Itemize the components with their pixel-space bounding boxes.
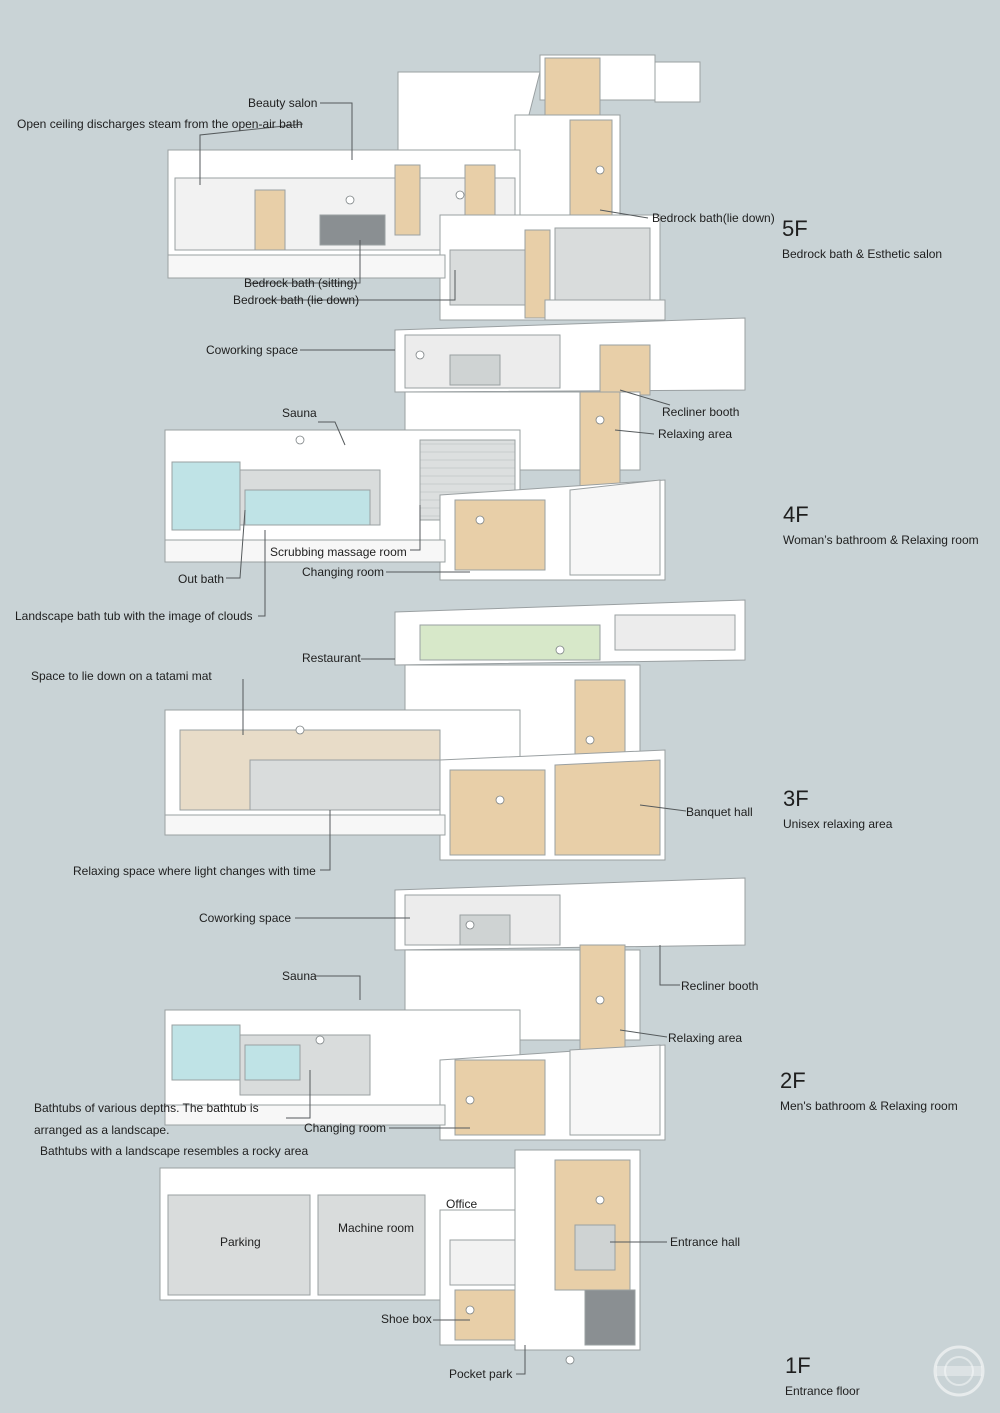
label-bedrock-bath-lie-down: Bedrock bath (lie down) — [233, 293, 360, 307]
floor-title-3f: 3F Unisex relaxing area — [783, 786, 893, 832]
label-sauna-2f: Sauna — [282, 969, 317, 983]
archdaily-watermark-icon — [933, 1345, 985, 1397]
label-recliner-booth-4f: Recliner booth — [662, 405, 740, 419]
leader-lines — [199, 102, 687, 1375]
label-beauty-salon: Beauty salon — [248, 96, 318, 110]
label-relaxing-area-2f: Relaxing area — [668, 1031, 743, 1045]
label-tatami-space: Space to lie down on a tatami mat — [31, 669, 212, 683]
label-bathtubs-various-depths: Bathtubs of various depths. The bathtub … — [34, 1101, 259, 1137]
floor-name: Entrance floor — [785, 1384, 860, 1398]
floor-level: 2F — [780, 1068, 806, 1093]
people-figures — [295, 165, 605, 1365]
label-machine-room: Machine room — [338, 1221, 415, 1235]
label-bedrock-bath-lie-down-right: Bedrock bath(lie down) — [652, 211, 775, 225]
label-recliner-booth-2f: Recliner booth — [681, 979, 759, 993]
label-changing-room-2f: Changing room — [304, 1121, 387, 1135]
label-relaxing-area-4f: Relaxing area — [658, 427, 733, 441]
floor-4f-plan — [164, 317, 746, 581]
floor-title-2f: 2F Men's bathroom & Relaxing room — [780, 1068, 958, 1114]
label-relaxing-space-light: Relaxing space where light changes with … — [73, 864, 316, 878]
label-landscape-bath-tub: Landscape bath tub with the image of clo… — [15, 609, 253, 623]
label-out-bath: Out bath — [178, 572, 225, 586]
floor-title-1f: 1F Entrance floor — [785, 1353, 860, 1399]
label-bathtubs-rocky: Bathtubs with a landscape resembles a ro… — [40, 1144, 309, 1158]
label-restaurant: Restaurant — [302, 651, 361, 665]
label-coworking-space-4f: Coworking space — [206, 343, 299, 357]
floor-name: Bedrock bath & Esthetic salon — [782, 247, 943, 261]
label-shoe-box: Shoe box — [381, 1312, 432, 1326]
label-office: Office — [446, 1197, 478, 1211]
label-changing-room-4f: Changing room — [302, 565, 385, 579]
floor-3f-plan — [164, 599, 746, 861]
floor-level: 5F — [782, 216, 808, 241]
floor-2f-plan — [164, 877, 746, 1141]
label-entrance-hall: Entrance hall — [670, 1235, 741, 1249]
label-banquet-hall: Banquet hall — [686, 805, 753, 819]
label-bedrock-bath-sitting: Bedrock bath (sitting) — [244, 276, 358, 290]
floor-name: Woman’s bathroom & Relaxing room — [783, 533, 979, 547]
floor-name: Unisex relaxing area — [783, 817, 893, 831]
label-coworking-space-2f: Coworking space — [199, 911, 292, 925]
floor-level: 1F — [785, 1353, 811, 1378]
label-pocket-park: Pocket park — [449, 1367, 513, 1381]
floor-level: 4F — [783, 502, 809, 527]
label-open-ceiling: Open ceiling discharges steam from the o… — [17, 117, 303, 131]
floor-1f-plan — [159, 1149, 641, 1351]
floor-title-4f: 4F Woman’s bathroom & Relaxing room — [783, 502, 979, 548]
floor-name: Men's bathroom & Relaxing room — [780, 1099, 958, 1113]
floor-level: 3F — [783, 786, 809, 811]
label-scrubbing-massage-room: Scrubbing massage room — [270, 545, 407, 559]
floor-title-5f: 5F Bedrock bath & Esthetic salon — [782, 216, 943, 262]
floor-5f-plan — [167, 54, 701, 321]
label-parking: Parking — [220, 1235, 261, 1249]
label-sauna-4f: Sauna — [282, 406, 317, 420]
